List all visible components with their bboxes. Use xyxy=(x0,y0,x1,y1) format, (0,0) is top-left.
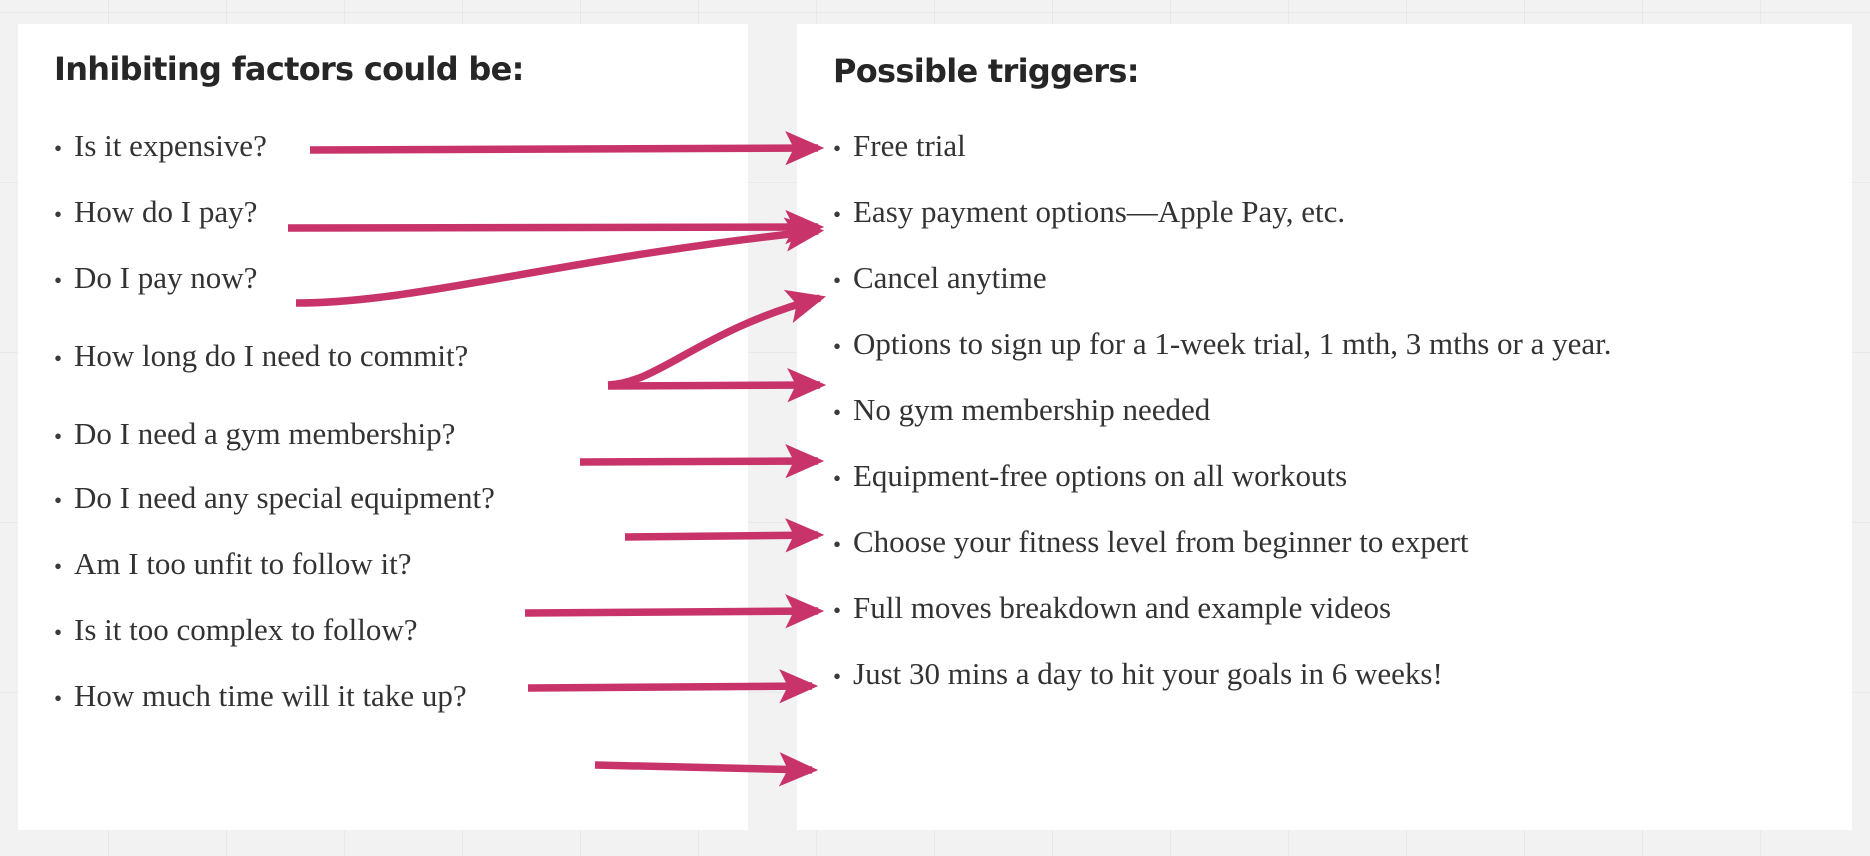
list-item[interactable]: • How do I pay? xyxy=(54,194,258,229)
list-item-label: Am I too unfit to follow it? xyxy=(74,546,412,581)
list-item[interactable]: • Do I need any special equipment? xyxy=(54,480,495,515)
list-item-label: How do I pay? xyxy=(74,194,258,229)
list-item[interactable]: • Just 30 mins a day to hit your goals i… xyxy=(833,656,1443,691)
bullet-dot-icon: • xyxy=(54,686,63,711)
list-item-label: Free trial xyxy=(853,128,966,163)
list-item-label: No gym membership needed xyxy=(853,392,1211,427)
list-item[interactable]: • Do I need a gym membership? xyxy=(54,416,456,451)
list-item[interactable]: • Cancel anytime xyxy=(833,260,1047,295)
list-item-label: Do I need a gym membership? xyxy=(74,416,456,451)
list-item[interactable]: • Full moves breakdown and example video… xyxy=(833,590,1392,625)
list-item[interactable]: • No gym membership needed xyxy=(833,392,1211,427)
list-item[interactable]: • Am I too unfit to follow it? xyxy=(54,546,412,581)
bullet-dot-icon: • xyxy=(54,554,63,579)
list-item-label: Do I need any special equipment? xyxy=(74,480,495,515)
bullet-dot-icon: • xyxy=(54,620,63,645)
list-item-label: How much time will it take up? xyxy=(74,678,467,713)
list-item-label: Is it too complex to follow? xyxy=(74,612,418,647)
list-item-label: Just 30 mins a day to hit your goals in … xyxy=(853,656,1443,691)
bullet-dot-icon: • xyxy=(833,532,842,557)
list-item-label: Is it expensive? xyxy=(74,128,267,163)
list-item[interactable]: • Choose your fitness level from beginne… xyxy=(833,524,1469,559)
list-item-label: Options to sign up for a 1-week trial, 1… xyxy=(853,326,1612,361)
bullet-dot-icon: • xyxy=(833,598,842,623)
list-item[interactable]: • Free trial xyxy=(833,128,966,163)
bullet-dot-icon: • xyxy=(54,268,63,293)
list-item[interactable]: • Is it expensive? xyxy=(54,128,267,163)
bullet-dot-icon: • xyxy=(833,466,842,491)
list-item-label: Easy payment options—Apple Pay, etc. xyxy=(853,194,1346,229)
list-item[interactable]: • Do I pay now? xyxy=(54,260,258,295)
bullet-dot-icon: • xyxy=(833,202,842,227)
bullet-dot-icon: • xyxy=(833,334,842,359)
inhibiting-factors-card: Inhibiting factors could be: • Is it exp… xyxy=(18,24,748,830)
list-item[interactable]: • Easy payment options—Apple Pay, etc. xyxy=(833,194,1346,229)
bullet-dot-icon: • xyxy=(54,488,63,513)
list-item-label: Do I pay now? xyxy=(74,260,258,295)
list-item[interactable]: • Equipment-free options on all workouts xyxy=(833,458,1348,493)
list-item-label: Choose your fitness level from beginner … xyxy=(853,524,1469,559)
list-item[interactable]: • Is it too complex to follow? xyxy=(54,612,418,647)
list-item-label: Equipment-free options on all workouts xyxy=(853,458,1348,493)
bullet-dot-icon: • xyxy=(54,136,63,161)
bullet-dot-icon: • xyxy=(54,346,63,371)
list-item-label: Full moves breakdown and example videos xyxy=(853,590,1392,625)
bullet-dot-icon: • xyxy=(833,400,842,425)
possible-triggers-heading: Possible triggers: xyxy=(833,52,1140,90)
list-item[interactable]: • How long do I need to commit? xyxy=(54,338,469,373)
list-item[interactable]: • How much time will it take up? xyxy=(54,678,467,713)
inhibiting-factors-heading: Inhibiting factors could be: xyxy=(54,50,524,88)
bullet-dot-icon: • xyxy=(833,664,842,689)
list-item-label: How long do I need to commit? xyxy=(74,338,469,373)
bullet-dot-icon: • xyxy=(833,136,842,161)
bullet-dot-icon: • xyxy=(54,424,63,449)
bullet-dot-icon: • xyxy=(54,202,63,227)
possible-triggers-card: Possible triggers: • Free trial • Easy p… xyxy=(797,24,1852,830)
bullet-dot-icon: • xyxy=(833,268,842,293)
list-item-label: Cancel anytime xyxy=(853,260,1047,295)
list-item[interactable]: • Options to sign up for a 1-week trial,… xyxy=(833,326,1612,361)
